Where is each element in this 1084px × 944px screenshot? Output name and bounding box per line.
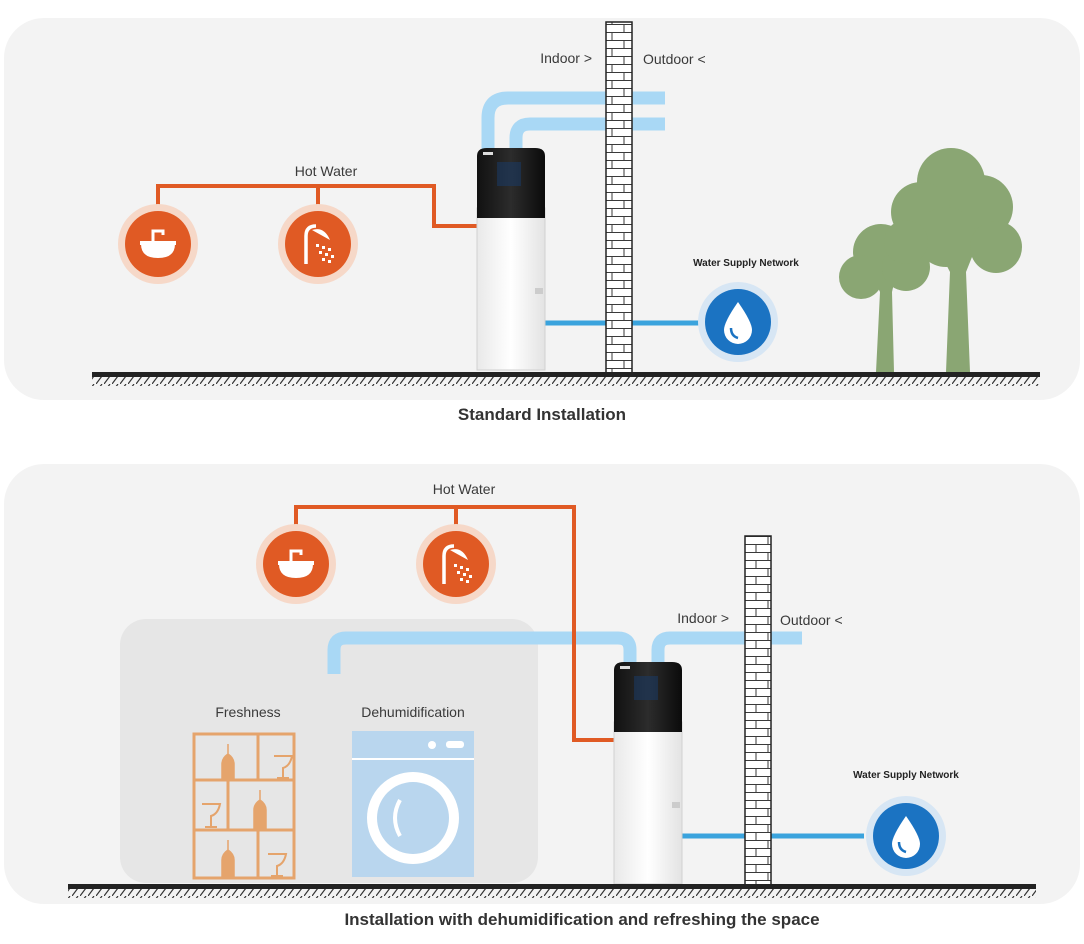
water-drop-icon: [864, 794, 948, 878]
hot-water-pipe: [294, 505, 614, 742]
wine-shelf-icon: [192, 732, 296, 880]
air-duct: [481, 91, 665, 152]
brick-wall: [605, 21, 633, 375]
indoor-label: Indoor >: [677, 610, 729, 626]
heat-pump-unit: [476, 147, 546, 371]
brick-wall: [744, 535, 772, 887]
outdoor-label: Outdoor <: [780, 612, 843, 628]
shower-icon: [276, 202, 360, 286]
ground-line: [92, 372, 1040, 386]
hot-water-label: Hot Water: [295, 163, 358, 179]
water-supply-label: Water Supply Network: [693, 258, 799, 269]
panel-standard-installation: Hot Water Indoor > Outdoor < Water Suppl…: [4, 18, 1080, 400]
hot-water-label: Hot Water: [433, 481, 496, 497]
sink-icon: [254, 522, 338, 606]
washing-machine-icon: [352, 731, 474, 877]
indoor-label: Indoor >: [540, 50, 592, 66]
freshness-label: Freshness: [215, 704, 280, 720]
dehumidification-label: Dehumidification: [361, 704, 465, 720]
caption-dehumidification-installation: Installation with dehumidification and r…: [344, 910, 819, 929]
hot-water-pipe: [156, 184, 478, 228]
caption-standard-installation: Standard Installation: [458, 405, 626, 424]
shower-icon: [414, 522, 498, 606]
water-supply-label: Water Supply Network: [853, 770, 959, 781]
sink-icon: [116, 202, 200, 286]
air-duct: [327, 631, 802, 674]
panel-dehumidification-installation: Hot Water Indoor > Outdoor < Water Suppl…: [4, 464, 1080, 904]
outdoor-label: Outdoor <: [643, 51, 706, 67]
water-drop-icon: [696, 280, 780, 364]
ground-line: [68, 884, 1036, 898]
heat-pump-unit: [613, 661, 683, 885]
